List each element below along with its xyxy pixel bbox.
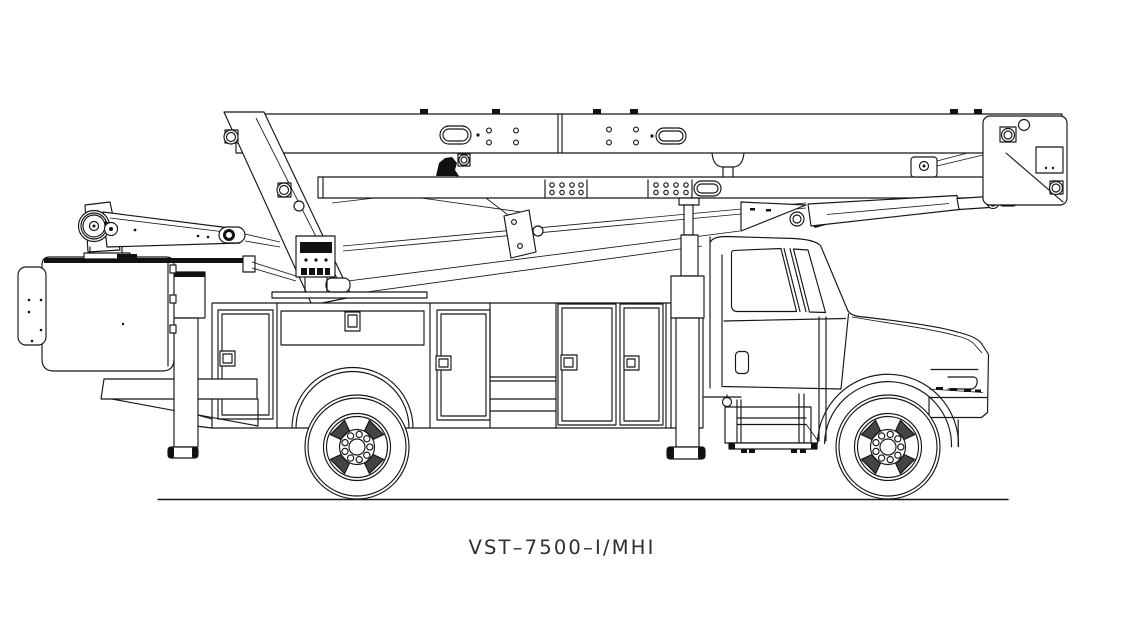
louver-panel (490, 377, 556, 411)
cab-door (722, 249, 849, 390)
compartment-door (558, 304, 616, 425)
jib-winch (79, 202, 281, 262)
lug-nuts (341, 431, 373, 463)
top-compartment (281, 311, 424, 345)
rear-wheel-arch (292, 368, 413, 429)
door-handle (736, 352, 749, 374)
lug-nuts (872, 431, 904, 463)
rear-wheel (305, 395, 409, 499)
inner-boom-section (318, 149, 1017, 206)
cab-entry-steps (704, 394, 818, 453)
splice-bolts (550, 183, 688, 195)
bucket-liner-pad (18, 267, 46, 345)
upper-boom (236, 109, 1062, 153)
mid-outrigger (667, 276, 705, 459)
front-wheel (836, 395, 940, 499)
rotation-pedestal (272, 277, 427, 298)
pedestal-control-box (296, 236, 335, 277)
compartment-door (218, 310, 273, 419)
upper-lift-cylinder (741, 196, 999, 232)
boom-tip-rest-bracket (983, 116, 1067, 205)
operator-bucket (18, 256, 296, 371)
vertical-lift-cylinder (679, 198, 699, 276)
boom-link-lines (332, 172, 806, 294)
truck-cab (710, 237, 989, 447)
boom-rest-plate (504, 210, 543, 258)
compartment-door (620, 304, 663, 425)
compartment-door (436, 310, 490, 420)
drawing-caption: VST–7500–I/MHI (468, 536, 656, 559)
utility-body (179, 303, 703, 428)
